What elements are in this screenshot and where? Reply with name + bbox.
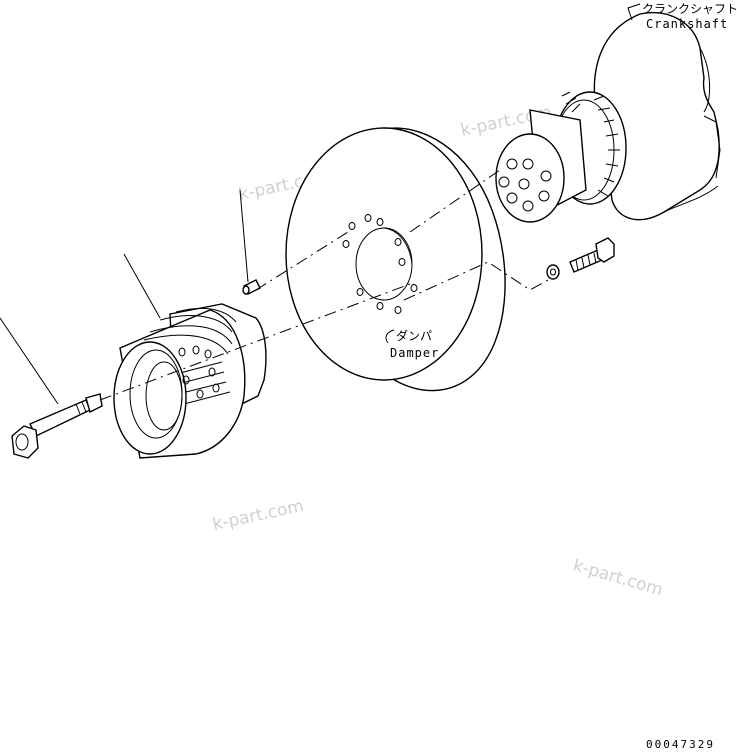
crankshaft [495,12,721,223]
centerline-upper [255,231,349,291]
washer [546,264,560,280]
centerline-bore [409,169,501,233]
centerline-bolt [403,261,549,301]
crankshaft-bolt-holes [498,158,552,212]
leader-pulley-bolt [0,317,59,405]
watermark-bottom-right: k-part.com [571,556,665,601]
damper-bolt-holes [342,214,418,314]
drawing-number: 00047329 [646,738,715,751]
leader-pulley [123,253,161,319]
centerline-pulley [99,283,411,401]
pulley [113,303,267,459]
crankshaft-label-jp: クランクシャフト [642,2,737,16]
watermark-bottom-left: k-part.com [211,496,306,535]
crankshaft-label-en: Crankshaft [646,17,728,31]
damper-label-en: Damper [390,346,439,360]
dowel-pin [242,279,261,295]
damper-label-jp: ダンパ [396,328,432,343]
pulley-bolt [11,393,103,459]
damper-bolt [569,237,615,273]
leader-dowel-pin [239,189,249,283]
damper [285,127,506,392]
